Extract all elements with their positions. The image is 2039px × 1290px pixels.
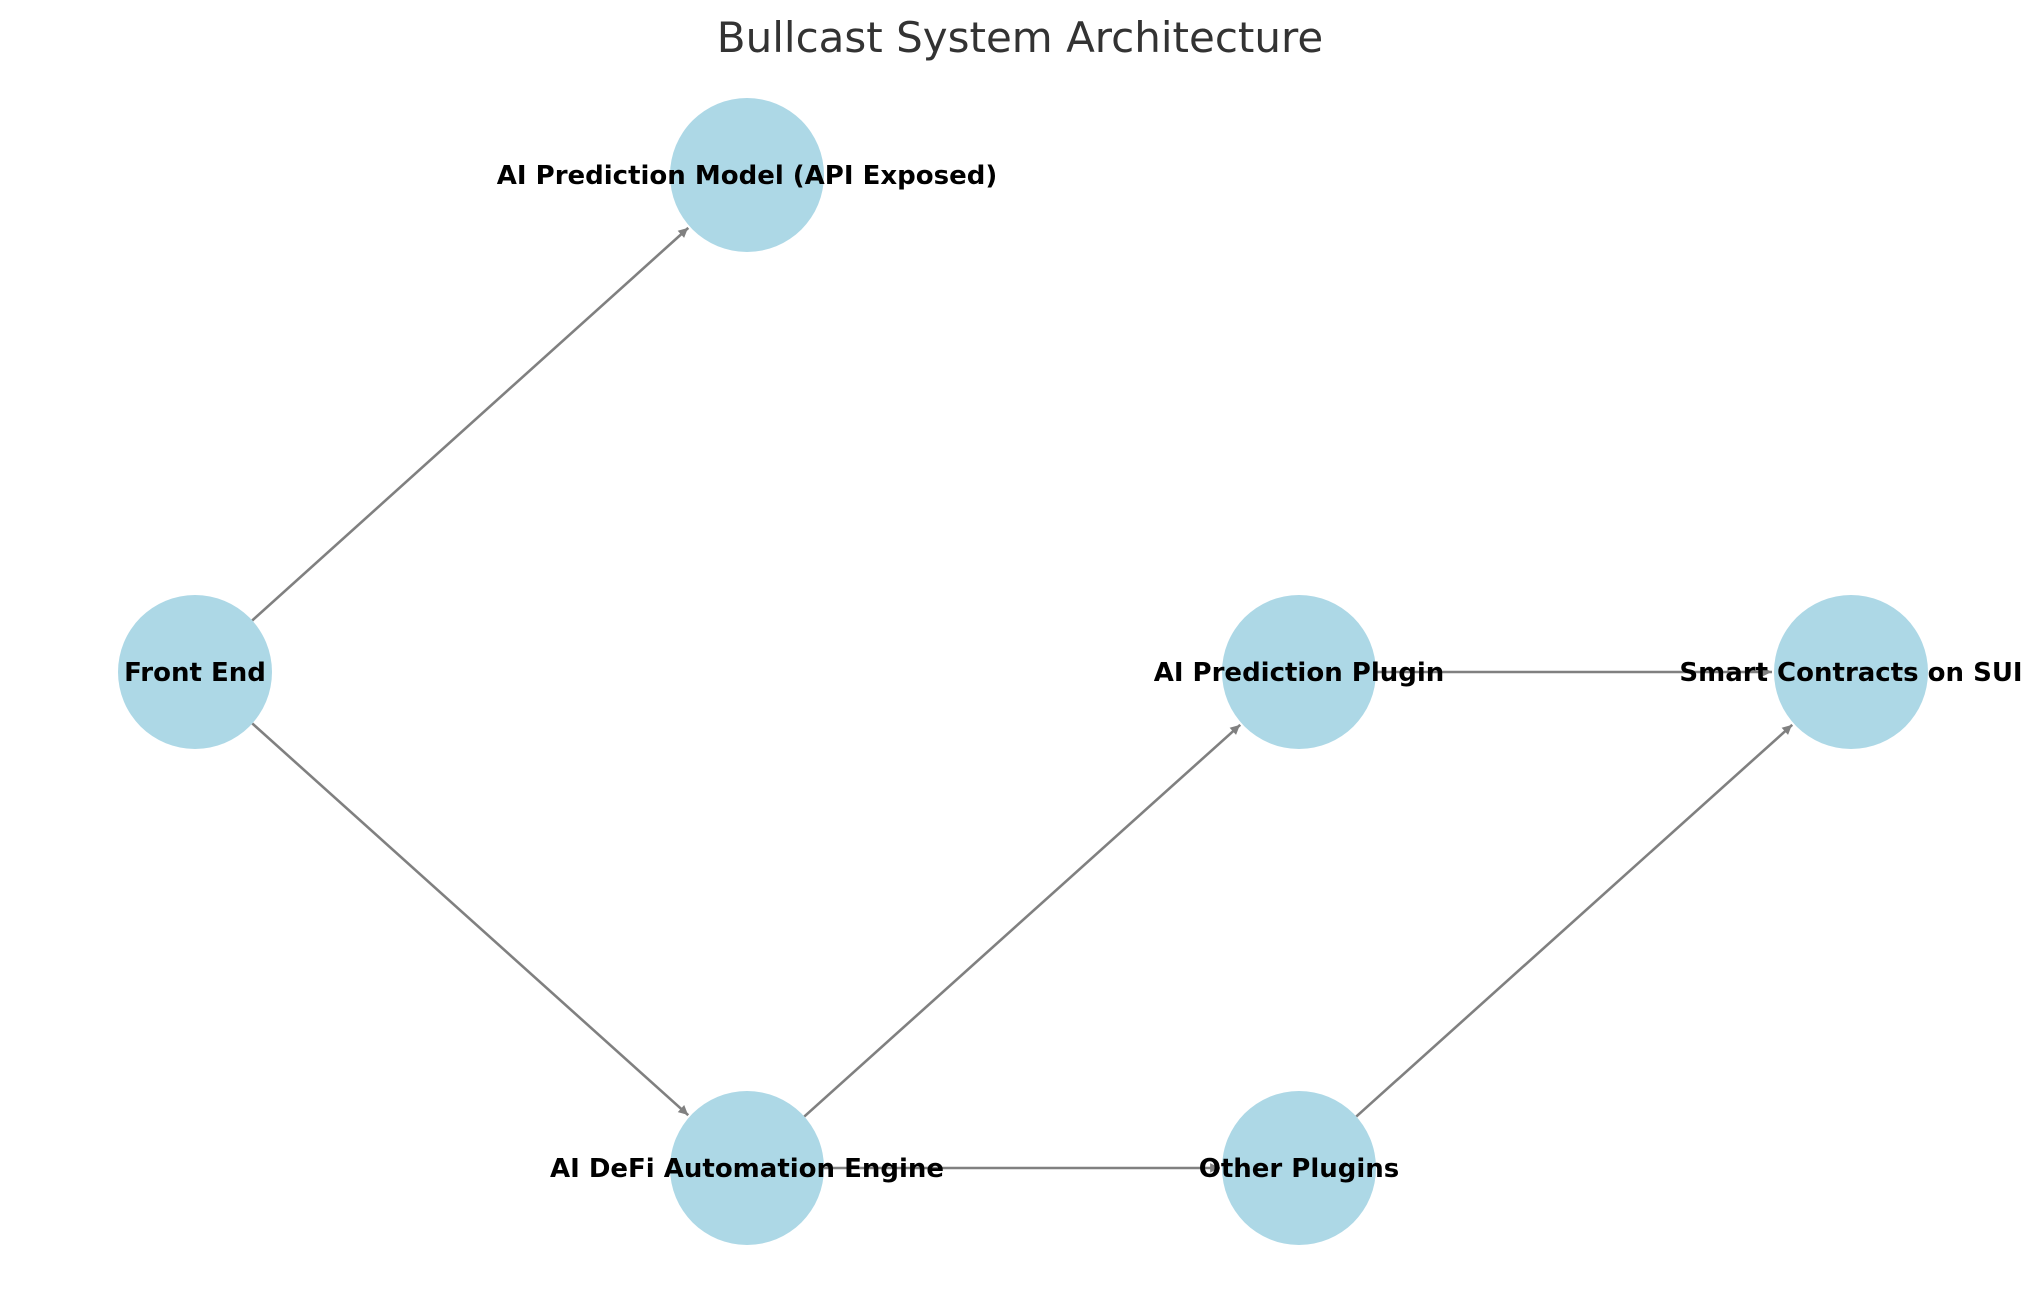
nodes-layer xyxy=(118,98,1928,1245)
edges-layer xyxy=(251,226,1794,1173)
node-other-plugins xyxy=(1222,1091,1376,1245)
node-ai-prediction-model xyxy=(670,98,824,252)
diagram-title: Bullcast System Architecture xyxy=(717,13,1323,62)
node-ai-prediction-plugin xyxy=(1222,595,1376,749)
edge-ai-defi-automation-engine-to-ai-prediction-plugin xyxy=(803,723,1242,1118)
node-label-ai-prediction-plugin: AI Prediction Plugin xyxy=(1154,658,1445,688)
edge-front-end-to-ai-defi-automation-engine xyxy=(251,722,690,1117)
edge-other-plugins-to-smart-contracts-on-sui xyxy=(1355,723,1794,1118)
node-smart-contracts-on-sui xyxy=(1774,595,1928,749)
node-ai-defi-automation-engine xyxy=(670,1091,824,1245)
node-label-ai-prediction-model: AI Prediction Model (API Exposed) xyxy=(497,161,997,191)
node-front-end xyxy=(118,595,272,749)
node-label-other-plugins: Other Plugins xyxy=(1199,1154,1400,1184)
edge-front-end-to-ai-prediction-model xyxy=(251,226,690,622)
node-label-smart-contracts-on-sui: Smart Contracts on SUI xyxy=(1679,658,2022,688)
node-label-front-end: Front End xyxy=(124,658,266,688)
labels-layer: Front End AI Prediction Model (API Expose… xyxy=(124,161,2022,1184)
node-label-ai-defi-automation-engine: AI DeFi Automation Engine xyxy=(550,1154,944,1184)
